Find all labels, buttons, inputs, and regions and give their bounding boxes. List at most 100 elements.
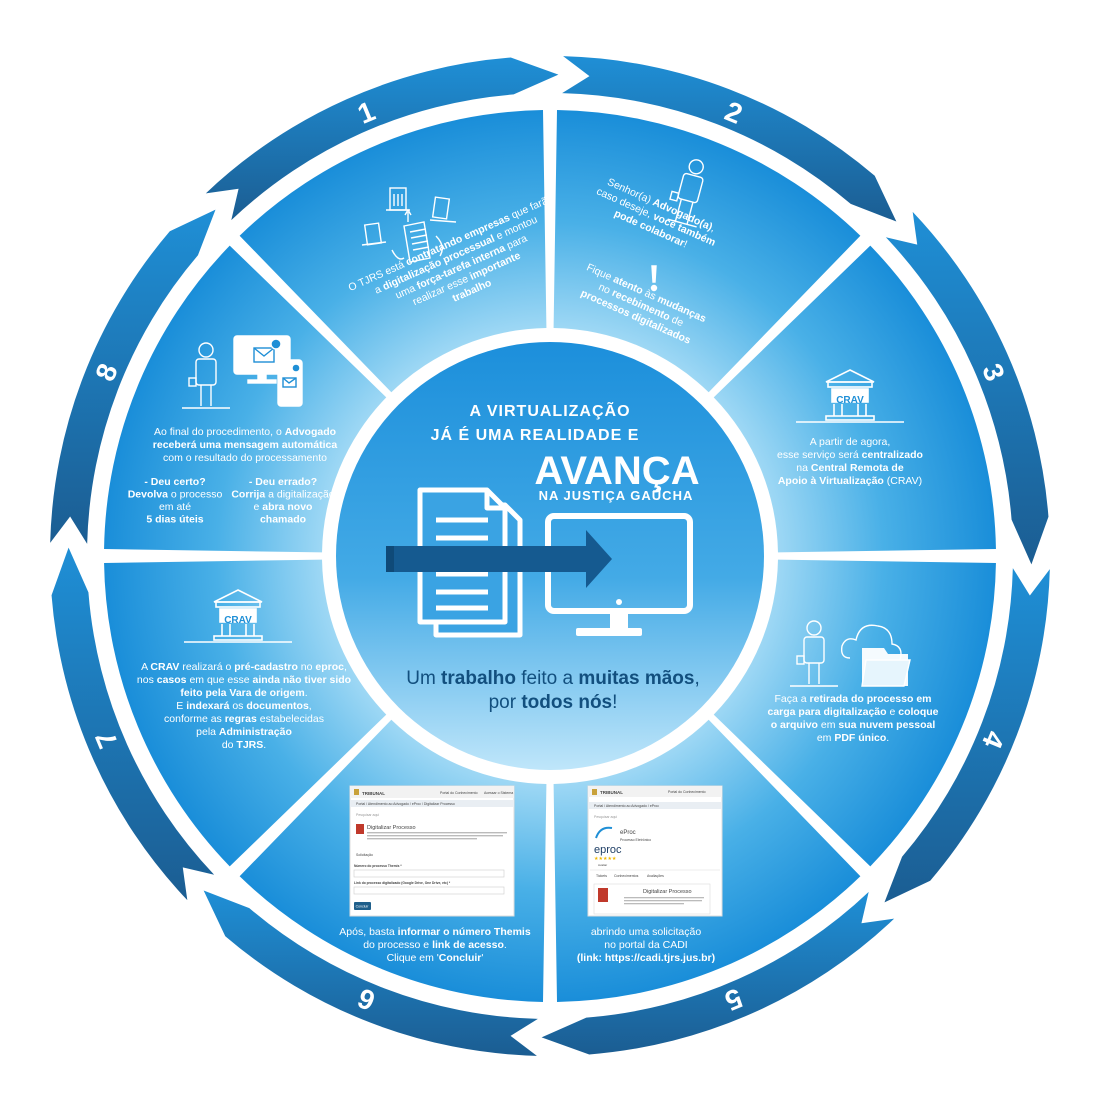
text-line: 5 dias úteis	[146, 514, 203, 526]
step1-icons	[361, 187, 457, 263]
ring-segment-5	[541, 891, 895, 1055]
shot-field-label: Número do processo Themis *	[354, 864, 402, 868]
shot-tab: Tickets	[596, 874, 607, 878]
cloud-folder-icon	[840, 624, 911, 687]
shot-rating: ★★★★★	[594, 856, 617, 862]
shot-logo-text: eproc	[594, 844, 622, 856]
segment-2	[553, 110, 861, 393]
text-line: Faça a retirada do processo em	[775, 693, 932, 705]
step5-eproc-screenshot: TRIBUNAL Portal do Conhecimento Portal /…	[587, 785, 723, 917]
text-line: feito pela Vara de origem.	[180, 687, 307, 699]
center-tagline-line1: Um trabalho feito a muitas mãos,	[406, 668, 700, 689]
segment-4	[713, 559, 996, 867]
exclamation-icon	[650, 265, 658, 292]
center-tagline-line2: por todos nós!	[489, 692, 618, 713]
text-line: (link: https://cadi.tjrs.jus.br)	[577, 952, 715, 964]
text-line: E indexará os documentos,	[176, 700, 311, 712]
lawyer-icon	[790, 620, 838, 687]
building-icon	[386, 187, 410, 211]
text-line: Clique em 'Concluir'	[387, 952, 484, 964]
text-line: Após, basta informar o número Themis	[339, 926, 531, 938]
step7-text: A CRAV realizará o pré-cadastro no eproc…	[137, 661, 351, 751]
text-line: com o resultado do processamento	[163, 452, 327, 464]
text-line: no portal da CADI	[604, 939, 687, 951]
shot-system-name: eProc	[620, 830, 636, 836]
text-line: Ao final do procedimento, o Advogado	[154, 426, 336, 438]
step6-form-screenshot: TRIBUNAL Portal do Conhecimento Acessar …	[349, 785, 515, 917]
ring-segment-2	[562, 56, 897, 222]
lawyer-icon	[182, 342, 230, 409]
shot-card-title: Digitalizar Processo	[643, 889, 692, 895]
shot-brand: TRIBUNAL	[362, 791, 385, 796]
ring-segment-6	[203, 890, 538, 1056]
shot-card-title: Digitalizar Processo	[367, 825, 416, 831]
shot-brand: TRIBUNAL	[600, 790, 623, 795]
text-line: - Deu certo?	[144, 476, 205, 488]
courthouse-crav-icon	[796, 369, 904, 423]
step3-text: A partir de agora,esse serviço será cent…	[777, 436, 923, 487]
building-icon	[361, 222, 387, 246]
building-icon	[429, 196, 457, 223]
center-title-big: AVANÇA	[534, 449, 699, 493]
ring-segment-7	[51, 547, 215, 901]
ring-segment-3	[885, 211, 1049, 565]
shot-breadcrumb: Portal / Atendimento ao Advogado / eProc	[594, 804, 659, 808]
text-line: do TJRS.	[222, 739, 266, 751]
ring-segment-8	[50, 209, 216, 544]
text-line: do processo e link de acesso.	[363, 939, 507, 951]
phone-mail-icon	[277, 359, 303, 407]
crav-badge-step3: CRAV	[836, 395, 864, 406]
text-line: em PDF único.	[817, 732, 889, 744]
text-line: - Deu errado?	[249, 476, 317, 488]
segment-7	[104, 559, 387, 867]
text-line: chamado	[260, 514, 306, 526]
crav-badge-step7: CRAV	[224, 615, 252, 626]
shot-tab: Solicitação	[356, 853, 373, 857]
text-line: Corrija a digitalização	[231, 489, 334, 501]
text-line: em até	[159, 501, 191, 513]
shot-tab: Avaliações	[647, 874, 664, 878]
text-line: abrindo uma solicitação	[591, 926, 701, 938]
document-stack-icon	[403, 221, 431, 263]
text-line: na Central Remota de	[796, 462, 904, 474]
shot-field-label: Link do processo digitalizado (Google Dr…	[354, 881, 451, 885]
text-line: Apoio à Virtualização (CRAV)	[778, 475, 922, 487]
transfer-arrow-icon	[386, 530, 612, 588]
lawyer-icon	[667, 159, 704, 228]
center-title-line1: A VIRTUALIZAÇÃO	[469, 400, 630, 420]
text-line: Devolva o processo	[128, 489, 223, 501]
shot-header-link: Portal do Conhecimento	[668, 790, 706, 794]
shot-breadcrumb: Portal / Atendimento ao Advogado / eProc…	[356, 802, 455, 806]
monitor-mail-icon	[233, 335, 291, 384]
center-title-line3: NA JUSTIÇA GAÚCHA	[539, 488, 694, 503]
courthouse-crav-icon	[184, 589, 292, 643]
shot-rating-label: Avaliar	[598, 863, 607, 867]
step8-text: Ao final do procedimento, o Advogadorece…	[153, 426, 338, 464]
text-line: pela Administração	[196, 726, 292, 738]
step8-icons	[182, 335, 303, 409]
shot-search: Pesquisar aqui	[594, 815, 617, 819]
segment-8	[104, 245, 387, 553]
eproc-logo-icon	[595, 826, 613, 839]
center-title-line2: JÁ É UMA REALIDADE E	[431, 425, 640, 444]
step4-icons	[790, 620, 911, 687]
step2-icons	[650, 159, 704, 292]
text-line: esse serviço será centralizado	[777, 449, 923, 461]
shot-tab: Conhecimentos	[614, 874, 639, 878]
shot-search: Pesquisar aqui	[356, 813, 379, 817]
shot-button: Concluir	[356, 905, 370, 909]
text-line: nos casos em que esse ainda não tiver si…	[137, 674, 351, 686]
text-line: carga para digitalização e coloque	[767, 706, 938, 718]
shot-header-link: Portal do Conhecimento	[440, 791, 478, 795]
text-line: e abra novo	[254, 501, 313, 513]
ring-segment-4	[884, 568, 1050, 903]
text-line: o arquivo em sua nuvem pessoal	[771, 719, 936, 731]
text-line: receberá uma mensagem automática	[153, 439, 338, 451]
